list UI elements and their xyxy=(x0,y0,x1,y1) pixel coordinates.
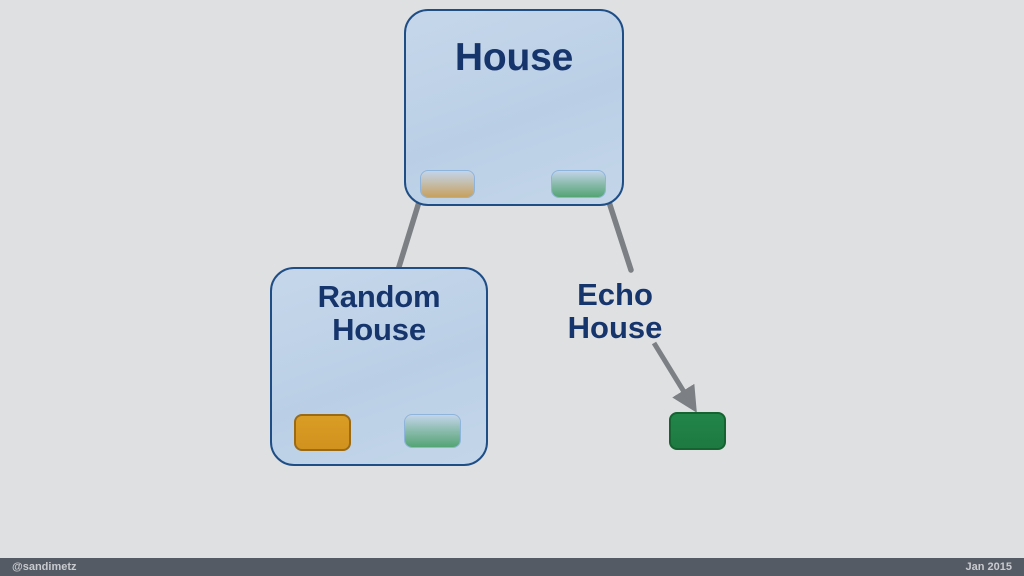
house-class-title: House xyxy=(454,36,574,79)
inheritance-line-house-random xyxy=(395,199,422,273)
house-method-chip-green[interactable] xyxy=(551,170,606,198)
house-method-chip-orange[interactable] xyxy=(420,170,475,198)
random-house-method-chip-green[interactable] xyxy=(404,414,461,448)
slide-footer: @sandimetz Jan 2015 xyxy=(0,558,1024,576)
override-arrow-echo-house xyxy=(651,341,697,413)
house-class-box[interactable]: House xyxy=(404,9,624,206)
chip-wash-green xyxy=(405,415,460,447)
random-house-class-title: Random House xyxy=(317,279,441,347)
inheritance-line-house-echo xyxy=(606,199,634,273)
chip-wash-green xyxy=(552,171,605,197)
footer-date: Jan 2015 xyxy=(965,561,1012,573)
footer-handle: @sandimetz xyxy=(12,561,77,573)
chip-wash-orange xyxy=(421,171,474,197)
echo-house-class-title: Echo House xyxy=(567,277,663,345)
random-house-method-chip-orange[interactable] xyxy=(294,414,351,451)
echo-house-method-chip-green[interactable] xyxy=(669,412,726,450)
